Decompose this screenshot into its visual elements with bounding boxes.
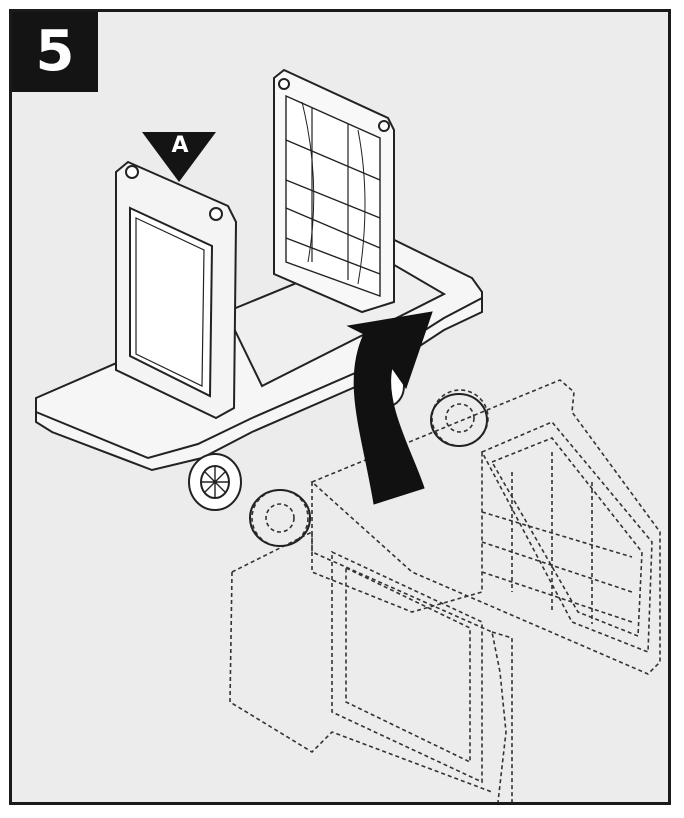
instruction-panel: 5 A <box>9 9 671 805</box>
callout-a-label: A <box>166 132 194 160</box>
step-number: 5 <box>35 19 75 84</box>
step-number-badge: 5 <box>12 12 98 92</box>
rear-panel <box>273 68 395 314</box>
front-panel <box>115 160 238 420</box>
ghost-wheels <box>249 393 488 547</box>
callout-letter: A <box>171 133 189 158</box>
fold-up-arrow <box>346 311 433 505</box>
front-wheel <box>188 453 242 511</box>
callout-a <box>142 132 216 182</box>
folded-cart-ghost <box>229 379 661 802</box>
assembly-illustration <box>35 68 661 802</box>
